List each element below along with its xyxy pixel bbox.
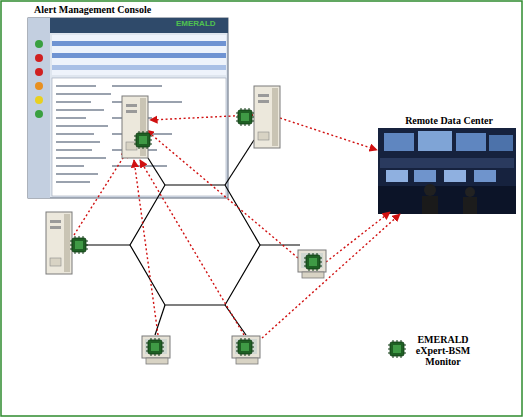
console-screenshot [35, 110, 43, 118]
console-screenshot [35, 82, 43, 90]
server-icon [254, 86, 280, 148]
console-screenshot [52, 78, 226, 196]
monitor-chip-icon [236, 108, 254, 126]
monitor-chip-icon [236, 338, 254, 356]
legend-text: EMERALD eXpert-BSM Monitor [408, 334, 478, 367]
console-node: Alert Management Console [28, 4, 238, 198]
console-screenshot [28, 18, 228, 198]
network-hexagon [225, 305, 246, 335]
data-center-photo [422, 196, 438, 214]
red-dotted-arrows [326, 212, 390, 262]
console-screenshot [52, 35, 226, 75]
data-center-photo [463, 197, 477, 214]
console-screenshot [35, 54, 43, 62]
data-center-photo [456, 133, 486, 151]
console-screenshot [35, 96, 43, 104]
red-dotted-arrows [280, 118, 377, 150]
network-hexagon [260, 244, 300, 245]
server-icon [122, 96, 148, 158]
server-icon [46, 212, 72, 274]
console-screenshot [50, 18, 228, 33]
monitor-chip-icon [146, 338, 164, 356]
monitor-chip-icon [134, 131, 152, 149]
network-hexagon [148, 158, 165, 185]
node-heading: Alert Management Console [28, 4, 238, 16]
monitor-chip-icon [388, 340, 406, 358]
red-dotted-arrows [140, 160, 244, 335]
data-center-photo [386, 170, 408, 182]
network-hexagon [75, 140, 300, 335]
node-heading: Remote Data Center [378, 115, 520, 127]
network-hexagon [225, 140, 254, 185]
data-center-photo [414, 170, 436, 182]
data-center-photo [378, 128, 516, 214]
server-icon [46, 86, 280, 274]
console-screenshot [35, 68, 43, 76]
workstation-icon [298, 250, 326, 278]
data-center-photo [489, 135, 513, 151]
data-center-photo [465, 187, 475, 197]
monitor-chip-icon [70, 236, 88, 254]
data-center-photo [378, 128, 516, 214]
data-center-photo [444, 170, 466, 182]
monitor-chip-icon [304, 253, 322, 271]
console-screenshot [52, 41, 226, 46]
console-screenshot [28, 18, 228, 198]
red-dotted-arrows [146, 130, 298, 258]
console-screenshot [56, 86, 182, 182]
legend-entry: EMERALD eXpert-BSM Monitor [408, 334, 478, 367]
data-center-photo [418, 131, 452, 151]
monitor-chip-icon [70, 108, 406, 358]
data-center-photo [424, 184, 436, 196]
data-center-photo [378, 186, 516, 214]
network-hexagon [130, 185, 260, 305]
console-screenshot [52, 53, 226, 58]
workstation-icon [142, 250, 326, 364]
red-dotted-arrows [74, 150, 128, 235]
data-center-photo [380, 158, 514, 168]
workstation-icon [232, 336, 260, 364]
data-center-photo [474, 170, 496, 182]
data-center-node: Remote Data Center [378, 115, 520, 214]
console-screenshot [28, 18, 50, 198]
red-dotted-arrows [134, 160, 158, 335]
red-dotted-arrows [262, 214, 400, 338]
logo-text: EMERALD [176, 20, 216, 28]
console-screenshot [35, 40, 43, 48]
console-screenshot [52, 65, 226, 70]
data-center-photo [384, 133, 414, 151]
workstation-icon [142, 336, 170, 364]
